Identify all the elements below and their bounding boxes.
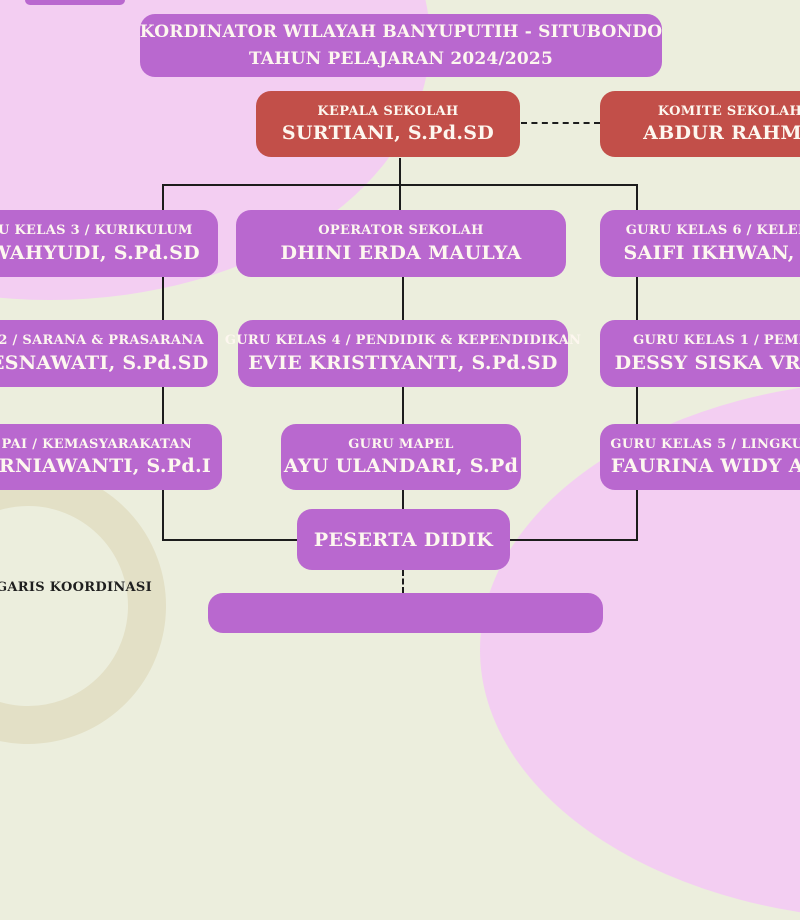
node-role: LAS 2 / SARANA & PRASARANA [0,331,204,351]
legend-garis-koordinasi: GARIS KOORDINASI [0,580,152,595]
connector-col-mid-2 [402,387,404,425]
org-node-guru-pai: U PAI / KEMASYARAKATAN KURNIAWANTI, S.Pd… [0,424,222,490]
node-role: GURU KELAS 6 / KELEMBA [626,221,800,241]
node-role: KEPALA SEKOLAH [317,102,458,122]
node-role: GURU KELAS 1 / PEMBIA [633,331,800,351]
connector-col-mid-1 [402,277,404,321]
node-name: DHINI ERDA MAULYA [281,241,522,266]
org-node-guru-kelas-4: GURU KELAS 4 / PENDIDIK & KEPENDIDIKAN E… [238,320,568,387]
node-name: SURTIANI, S.Pd.SD [282,121,494,146]
clipped-box-top-edge [25,0,125,5]
connector-col-right-3 [636,490,638,541]
chart-title-line1: KORDINATOR WILAYAH BANYUPUTIH - SITUBOND… [140,19,663,45]
connector-col-left-2 [162,387,164,425]
org-node-kepala-sekolah: KEPALA SEKOLAH SURTIANI, S.Pd.SD [256,91,520,157]
chart-title-line2: TAHUN PELAJARAN 2024/2025 [249,46,553,72]
node-role: GURU KELAS 5 / LINGKUNGAN [610,435,800,455]
node-name: T WAHYUDI, S.Pd.SD [0,241,200,266]
node-role: OPERATOR SEKOLAH [318,221,483,241]
org-node-guru-kelas-3: URU KELAS 3 / KURIKULUM T WAHYUDI, S.Pd.… [0,210,218,277]
node-name: EVIE KRISTIYANTI, S.Pd.SD [248,351,557,376]
connector-drop-mid [399,184,401,211]
connector-col-right-1 [636,277,638,321]
node-role: KOMITE SEKOLAH [658,102,800,122]
org-node-guru-kelas-2: LAS 2 / SARANA & PRASARANA TRESNAWATI, S… [0,320,218,387]
connector-col-right-2 [636,387,638,425]
connector-col-left-1 [162,277,164,321]
connector-drop-left [162,184,164,211]
dashed-line-kepala-komite [521,122,600,124]
org-node-guru-kelas-1: GURU KELAS 1 / PEMBIA DESSY SISKA VRITA, [600,320,800,387]
node-name: TRESNAWATI, S.Pd.SD [0,351,209,376]
node-role: URU KELAS 3 / KURIKULUM [0,221,193,241]
connector-peserta-left [162,539,297,541]
connector-kepala-drop [399,158,401,185]
org-node-komite-sekolah: KOMITE SEKOLAH ABDUR RAHMA [600,91,800,157]
node-name: KURNIAWANTI, S.Pd.I [0,454,211,479]
clipped-box-bottom-edge [208,593,603,633]
dashed-line-peserta-bottom [402,570,404,593]
connector-peserta-right [510,539,638,541]
chart-title-box: KORDINATOR WILAYAH BANYUPUTIH - SITUBOND… [140,14,662,77]
connector-drop-right [636,184,638,211]
org-node-guru-mapel: GURU MAPEL AYU ULANDARI, S.Pd [281,424,521,490]
node-name: ABDUR RAHMA [643,121,800,146]
node-name: FAURINA WIDY ASTU [611,454,800,479]
node-name: AYU ULANDARI, S.Pd [284,454,518,479]
org-node-peserta-didik: PESERTA DIDIK [297,509,510,570]
node-role: U PAI / KEMASYARAKATAN [0,435,192,455]
org-node-guru-kelas-5: GURU KELAS 5 / LINGKUNGAN FAURINA WIDY A… [600,424,800,490]
node-name: SAIFI IKHWAN, S.P [624,241,800,266]
org-node-guru-kelas-6: GURU KELAS 6 / KELEMBA SAIFI IKHWAN, S.P [600,210,800,277]
node-role: GURU KELAS 4 / PENDIDIK & KEPENDIDIKAN [225,331,581,351]
connector-col-left-3 [162,490,164,541]
connector-col-mid-3 [402,490,404,509]
org-node-operator-sekolah: OPERATOR SEKOLAH DHINI ERDA MAULYA [236,210,566,277]
node-role: GURU MAPEL [348,435,453,455]
node-label: PESERTA DIDIK [314,529,493,551]
node-name: DESSY SISKA VRITA, [615,351,800,376]
